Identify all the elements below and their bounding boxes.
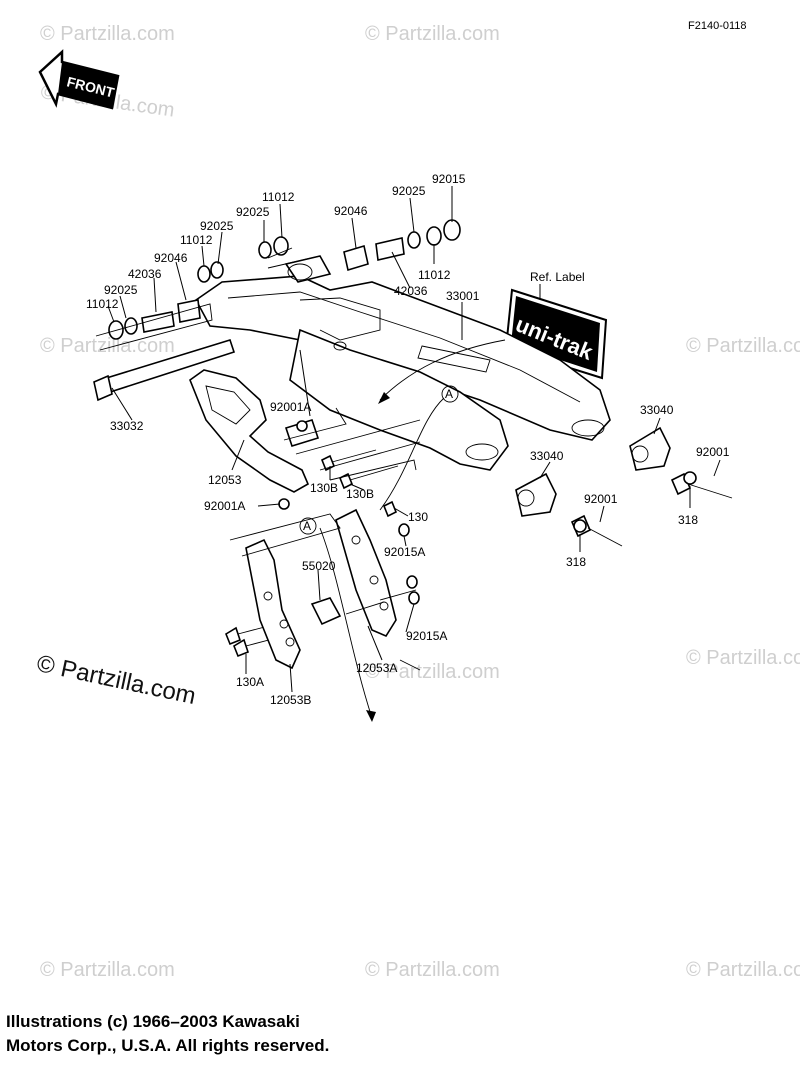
- view-marker-a-2: A: [299, 517, 317, 535]
- part-label-92001a: 92001A: [204, 499, 245, 513]
- part-label-92025: 92025: [200, 219, 234, 233]
- watermark: © Partzilla.com: [40, 23, 175, 45]
- chain-guide-plates: [245, 508, 397, 670]
- part-label-92001: 92001: [584, 492, 618, 506]
- watermark: © Partzilla.com: [365, 661, 500, 683]
- leader-lines: [107, 186, 721, 693]
- part-label-55020: 55020: [302, 559, 336, 573]
- part-label-92046: 92046: [334, 204, 368, 218]
- view-marker-label: A: [303, 519, 311, 533]
- part-label-92015: 92015: [432, 172, 466, 186]
- watermark: © Partzilla.com: [40, 335, 175, 357]
- chain-guide-12053: [189, 369, 320, 493]
- part-label-11012: 11012: [418, 268, 451, 282]
- copyright-line-2: Motors Corp., U.S.A. All rights reserved…: [6, 1036, 330, 1055]
- watermark: © Partzilla.com: [686, 647, 800, 669]
- part-label-12053a: 12053A: [356, 661, 397, 675]
- view-outlines: [95, 247, 421, 671]
- part-label-42036: 42036: [394, 284, 428, 298]
- part-label-130b: 130B: [346, 487, 374, 501]
- figure-code: F2140-0118: [688, 20, 747, 32]
- part-label-92015a: 92015A: [406, 629, 447, 643]
- part-label-92001: 92001: [696, 445, 730, 459]
- watermarks: © Partzilla.com © Partzilla.com © Partzi…: [39, 23, 800, 981]
- chain-adjusters-33040: [515, 426, 697, 533]
- watermark: © Partzilla.com: [686, 335, 800, 357]
- part-label-12053b: 12053B: [270, 693, 311, 707]
- part-label-92001a: 92001A: [270, 400, 311, 414]
- part-label-318: 318: [678, 513, 698, 527]
- copyright-notice: Illustrations (c) 1966–2003 Kawasaki Mot…: [6, 1010, 329, 1058]
- part-label-33040: 33040: [530, 449, 564, 463]
- ref-label-sticker: uni-trak: [504, 288, 608, 380]
- part-label-130a: 130A: [236, 675, 264, 689]
- part-label-33001: 33001: [446, 289, 480, 303]
- part-label-11012: 11012: [262, 190, 295, 204]
- part-label-42036: 42036: [128, 267, 162, 281]
- watermark: © Partzilla.com: [686, 959, 800, 981]
- part-label-11012: 11012: [86, 297, 119, 311]
- view-marker-label: A: [445, 387, 453, 401]
- part-label-33040: 33040: [640, 403, 674, 417]
- view-marker-arrows: [319, 339, 506, 722]
- part-label-92025: 92025: [236, 205, 270, 219]
- copyright-line-1: Illustrations (c) 1966–2003 Kawasaki: [6, 1012, 300, 1031]
- pivot-bearings-left: [108, 236, 289, 340]
- part-label-318: 318: [566, 555, 586, 569]
- part-label-92015a: 92015A: [384, 545, 425, 559]
- ref-label-text: Ref. Label: [530, 270, 585, 284]
- part-labels: 92015 92025 92046 11012 92025 92025 1101…: [86, 172, 730, 707]
- watermark: © Partzilla.com: [365, 959, 500, 981]
- part-label-33032: 33032: [110, 419, 144, 433]
- part-label-92046: 92046: [154, 251, 188, 265]
- part-label-130: 130: [408, 510, 428, 524]
- swingarm-33001: [194, 255, 611, 471]
- watermark: © Partzilla.com: [365, 23, 500, 45]
- view-marker-a-1: A: [441, 385, 459, 403]
- part-label-12053: 12053: [208, 473, 242, 487]
- part-label-130b: 130B: [310, 481, 338, 495]
- part-label-92025: 92025: [392, 184, 426, 198]
- pivot-shaft-33032: [93, 339, 236, 402]
- watermark: © Partzilla.com: [40, 959, 175, 981]
- part-label-92025: 92025: [104, 283, 138, 297]
- part-label-11012: 11012: [180, 233, 213, 247]
- front-arrow-icon: FRONT: [38, 49, 120, 110]
- pivot-bearings-right: [343, 219, 461, 272]
